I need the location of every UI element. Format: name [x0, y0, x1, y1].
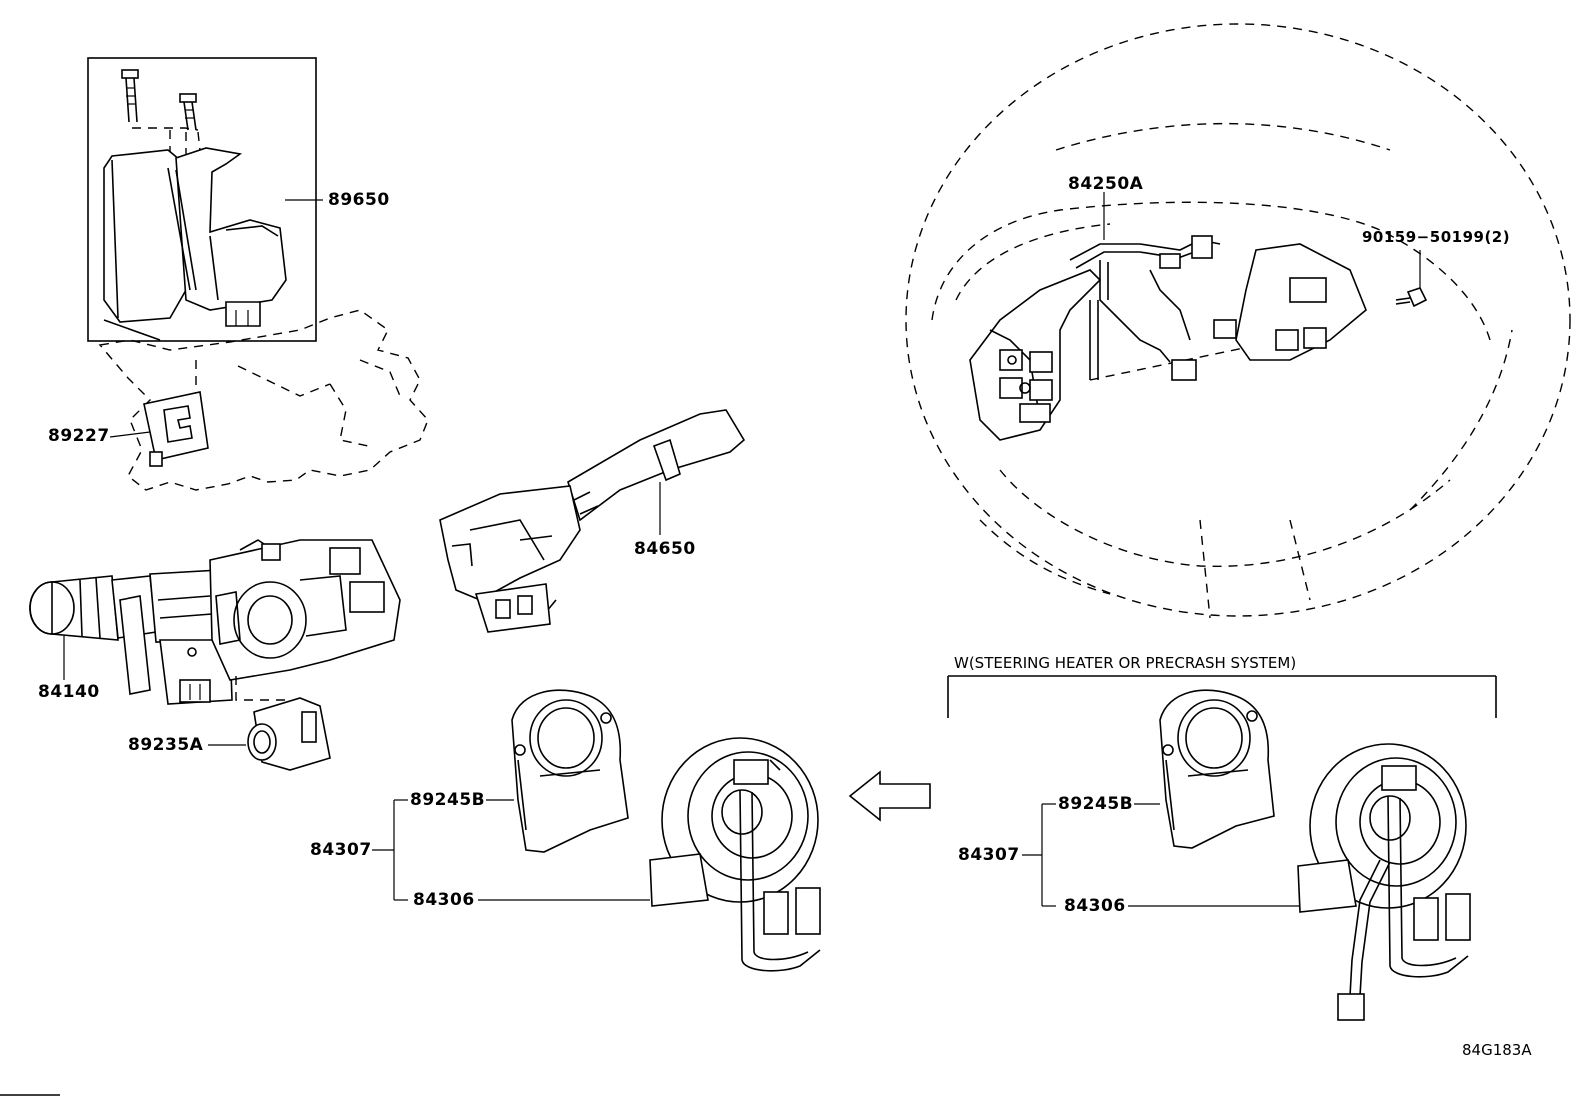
part-89227	[143, 391, 209, 467]
part-84306-right-spiral-cable	[1297, 743, 1471, 1021]
part-84650-wiper-switch	[439, 409, 746, 633]
label-89245B-right: 89245B	[1058, 794, 1134, 814]
label-84650: 84650	[634, 539, 696, 559]
bracket-right	[1022, 803, 1300, 907]
part-89235A	[235, 676, 331, 771]
label-89245B-left: 89245B	[410, 790, 486, 810]
label-89650: 89650	[328, 190, 390, 210]
direction-arrow	[848, 770, 931, 822]
label-84140: 84140	[38, 682, 100, 702]
bolt-right	[179, 93, 197, 131]
steering-lock-inset	[87, 57, 317, 342]
label-90159-50199: 90159−50199(2)	[1362, 228, 1511, 246]
variant-bracket	[947, 675, 1497, 718]
label-89235A: 89235A	[128, 735, 204, 755]
label-84307-left: 84307	[310, 840, 372, 860]
bracket-left	[372, 799, 650, 901]
steering-column-outline	[98, 309, 429, 491]
steering-wheel-outline	[905, 23, 1571, 619]
variant-note: W(STEERING HEATER OR PRECRASH SYSTEM)	[954, 654, 1297, 672]
label-84306-left: 84306	[413, 890, 475, 910]
part-84250A-steering-switch	[969, 235, 1367, 441]
bolt-left	[121, 69, 139, 123]
leader-89227	[109, 431, 151, 438]
label-84307-right: 84307	[958, 845, 1020, 865]
part-90159-50199-screw	[1395, 287, 1428, 308]
label-84250A: 84250A	[1068, 174, 1144, 194]
diagram-code: 84G183A	[1462, 1041, 1532, 1059]
part-84306-left-spiral-cable	[649, 737, 821, 972]
label-89227: 89227	[48, 426, 110, 446]
part-84140-turn-signal-switch	[29, 539, 401, 705]
part-89245B-left-sensor	[511, 689, 629, 853]
label-84306-right: 84306	[1064, 896, 1126, 916]
part-89245B-right-sensor	[1159, 689, 1275, 849]
